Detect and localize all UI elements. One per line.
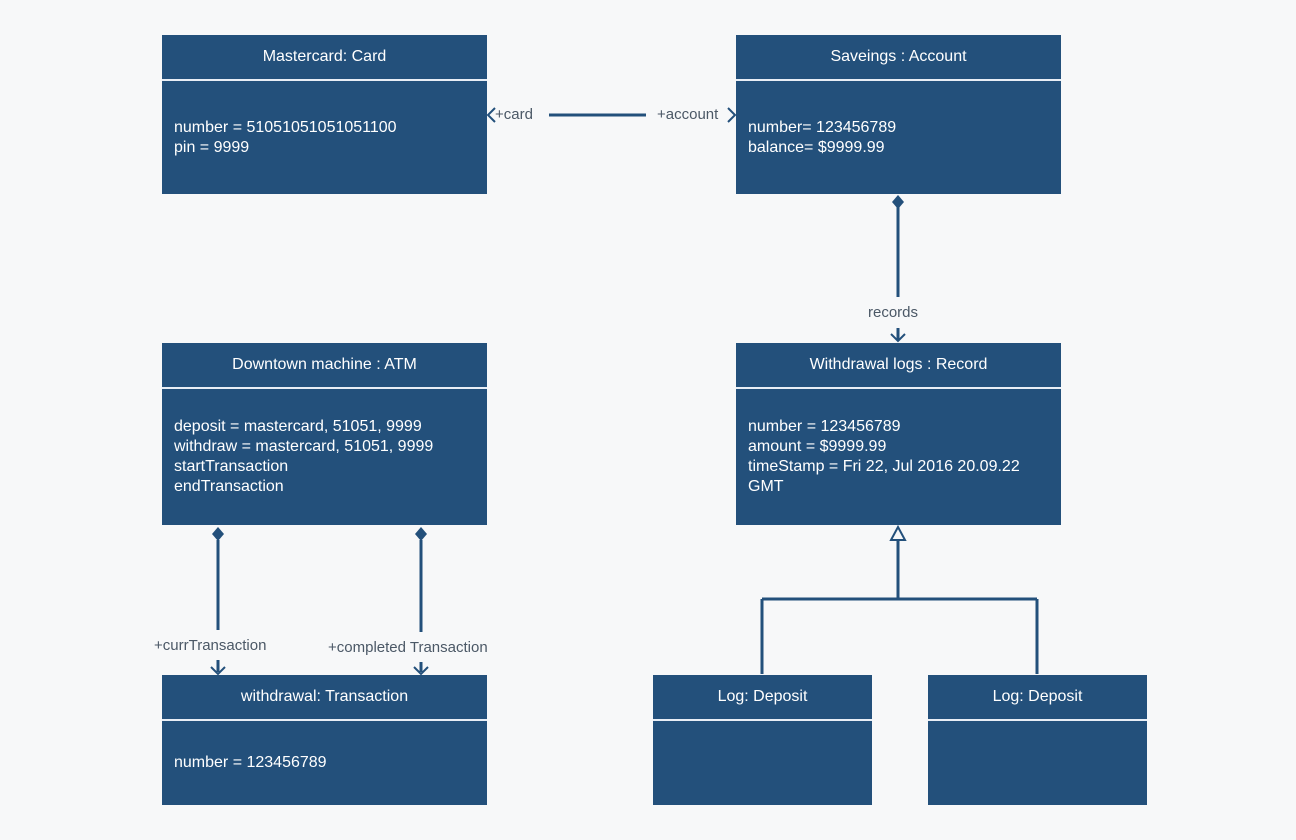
atm-end-transaction-attribute: endTransaction — [174, 478, 284, 495]
completed-transaction-arrowhead — [413, 666, 429, 676]
transaction-object-divider — [162, 719, 487, 721]
atm-curr-composition-diamond — [212, 527, 224, 541]
generalization-triangle — [889, 524, 907, 541]
transaction-number-attribute: number = 123456789 — [174, 754, 327, 771]
record-timestamp-zone-attribute: GMT — [748, 478, 784, 495]
atm-completed-composition-diamond — [415, 527, 427, 541]
account-balance-attribute: balance= $9999.99 — [748, 138, 885, 156]
card-association-arrowhead — [486, 107, 496, 123]
records-arrowhead — [890, 333, 906, 343]
transaction-object-title: withdrawal: Transaction — [240, 688, 409, 705]
curr-transaction-label: +currTransaction — [151, 638, 270, 653]
record-amount-attribute: amount = $9999.99 — [748, 438, 887, 455]
deposit-log-right-title: Log: Deposit — [992, 688, 1083, 705]
account-object-title: Saveings : Account — [830, 48, 967, 65]
account-object-divider — [736, 79, 1061, 81]
card-object[interactable]: Mastercard: Card number = 51051051051051… — [162, 35, 487, 194]
card-object-title: Mastercard: Card — [262, 48, 387, 65]
atm-object-title: Downtown machine : ATM — [232, 356, 417, 373]
deposit-log-object-right[interactable]: Log: Deposit — [928, 675, 1147, 805]
atm-deposit-attribute: deposit = mastercard, 51051, 9999 — [174, 418, 422, 435]
atm-start-transaction-attribute: startTransaction — [174, 458, 289, 475]
deposit-log-left-title: Log: Deposit — [717, 688, 808, 705]
record-object-divider — [736, 387, 1061, 389]
record-object-title: Withdrawal logs : Record — [809, 356, 988, 373]
card-object-divider — [162, 79, 487, 81]
atm-withdraw-attribute: withdraw = mastercard, 51051, 9999 — [174, 438, 434, 455]
atm-object-divider — [162, 387, 487, 389]
transaction-object-attributes: number = 123456789 — [174, 721, 479, 805]
account-number-attribute: number= 123456789 — [748, 118, 897, 136]
record-timestamp-attribute: timeStamp = Fri 22, Jul 2016 20.09.22 — [748, 458, 1020, 475]
account-role-label: +account — [657, 106, 719, 123]
account-composition-diamond — [892, 195, 904, 209]
record-object[interactable]: Withdrawal logs : Record number = 123456… — [736, 343, 1061, 525]
deposit-log-object-left[interactable]: Log: Deposit — [653, 675, 872, 805]
deposit-log-right-divider — [928, 719, 1147, 721]
atm-object[interactable]: Downtown machine : ATM deposit = masterc… — [162, 343, 487, 525]
card-object-attributes: number = 51051051051051100 pin = 9999 — [174, 81, 479, 194]
record-number-attribute: number = 123456789 — [748, 418, 901, 435]
curr-transaction-arrowhead — [210, 666, 226, 676]
account-association-arrowhead — [727, 107, 737, 123]
atm-object-attributes: deposit = mastercard, 51051, 9999 withdr… — [174, 389, 479, 525]
record-object-attributes: number = 123456789 amount = $9999.99 tim… — [748, 389, 1053, 525]
account-object-attributes: number= 123456789 balance= $9999.99 — [748, 81, 1053, 194]
card-pin-attribute: pin = 9999 — [174, 138, 250, 156]
transaction-object[interactable]: withdrawal: Transaction number = 1234567… — [162, 675, 487, 805]
deposit-log-left-divider — [653, 719, 872, 721]
card-role-label: +card — [495, 106, 533, 123]
records-label: records — [865, 305, 922, 320]
card-number-attribute: number = 51051051051051100 — [174, 118, 397, 136]
account-object[interactable]: Saveings : Account number= 123456789 bal… — [736, 35, 1061, 194]
completed-transaction-label: +completed Transaction — [325, 640, 491, 655]
